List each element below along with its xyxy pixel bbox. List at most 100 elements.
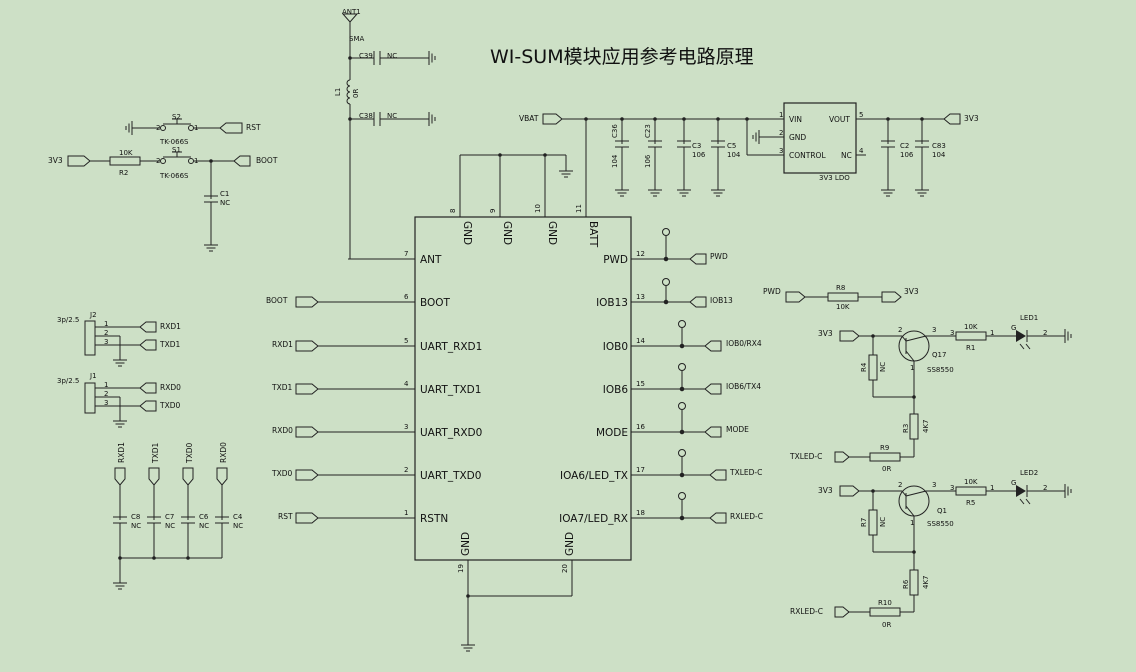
component-ref: C6	[199, 513, 209, 521]
led-rx-circuit: 3V3 2 3 1 Q1 SS8550 R7 NC R6 4K7 RXLED-C…	[790, 469, 1072, 629]
component-ref: R3	[902, 424, 910, 433]
component-ref: C4	[233, 513, 243, 521]
pin-num: 4	[859, 147, 864, 155]
pin-num: 3	[104, 338, 108, 346]
net-label: TXD1	[151, 443, 160, 464]
led-tx-circuit: 3V3 2 3 1 Q17 SS8550 R4 NC R3 4K7 TXLED-…	[789, 314, 1072, 473]
component-ref: C23	[644, 124, 652, 138]
net-label: TXD0	[185, 443, 194, 464]
net-label: TXLED-C	[729, 468, 762, 477]
component-value: NC	[387, 112, 397, 120]
net-label: RXLED-C	[790, 607, 823, 616]
pin-num: 19	[457, 564, 465, 573]
component-ref: C39	[359, 52, 373, 60]
component-ref: C38	[359, 112, 373, 120]
net-label: BOOT	[266, 296, 288, 305]
component-ref: C8	[131, 513, 140, 521]
pin-name: GND	[501, 221, 513, 245]
component-ref: Q17	[932, 351, 946, 359]
antenna-circuit: ANT1 SMA C39 NC L1 0R C38 NC	[334, 8, 436, 260]
ldo-pin: CONTROL	[789, 151, 826, 160]
component-value: NC	[220, 199, 230, 207]
module-right-pins: 12 13 14 15 16 17 18 PWD IOB13 IOB0 IOB6…	[559, 228, 710, 525]
pin-num: 1	[104, 381, 108, 389]
ldo-pin: NC	[841, 151, 852, 160]
component-value: 104	[727, 151, 741, 159]
component-value: NC	[387, 52, 397, 60]
pin-num: 2	[1043, 484, 1047, 492]
component-value: 104	[611, 154, 619, 168]
net-label: TXD0	[159, 401, 180, 410]
component-value: 4K7	[922, 576, 930, 590]
ldo-pin: VIN	[789, 115, 802, 124]
net-label: IOB0/RX4	[726, 339, 762, 348]
component-ref: ANT1	[342, 8, 361, 16]
pin-name: GND	[461, 221, 473, 245]
component-value: 0R	[882, 465, 891, 473]
pin-num: 3	[950, 484, 954, 492]
component-model: TK-066S	[159, 172, 189, 180]
component-model: SS8550	[927, 366, 954, 374]
net-label: VBAT	[519, 114, 539, 123]
pin-num: 7	[404, 250, 408, 258]
module-left-pins: 7 6 5 4 3 2 1 ANT BOOT UART_RXD1 UART_TX…	[318, 250, 482, 525]
pin-num: 6	[404, 293, 409, 301]
component-value: 106	[900, 151, 914, 159]
component-ref: R6	[902, 579, 910, 589]
pin-num: 3	[104, 399, 108, 407]
net-label: TXD1	[159, 340, 180, 349]
net-label: RXD1	[160, 322, 181, 331]
net-label: TXD0	[271, 469, 292, 478]
pin-name: RSTN	[420, 513, 448, 525]
component-ref: R5	[966, 499, 975, 507]
component-value: 4K7	[922, 420, 930, 434]
pin-num: 3	[932, 481, 936, 489]
header-circuit: 3p/2.5 J2 1 2 3 RXD1 TXD1 3p/2.5 J1 1 2 …	[57, 311, 181, 428]
module-bottom-pins: 19 20 GND GND	[457, 532, 576, 652]
component-value: 10K	[836, 303, 850, 311]
pin-num: 20	[561, 564, 569, 573]
component-model: TK-066S	[159, 138, 189, 146]
pin-num: 12	[636, 250, 645, 258]
component-value: 0R	[882, 621, 891, 629]
pin-num: 3	[779, 147, 783, 155]
component-value: NC	[879, 517, 887, 527]
pin-num: 1	[910, 519, 914, 527]
pin-name: GND	[546, 221, 558, 245]
pin-name: UART_RXD0	[420, 427, 482, 439]
component-ref: R4	[860, 362, 868, 372]
component-ref: R7	[860, 518, 868, 527]
pin-num: 1	[910, 364, 914, 372]
component-ref: L1	[334, 88, 342, 96]
component-ref: LED1	[1020, 314, 1038, 322]
net-label: BOOT	[256, 156, 278, 165]
pin-num: 1	[990, 329, 994, 337]
switch-circuit: 2 1 S2 TK-066S RST 3V3 10K R2 2 1 S1 TK-…	[48, 113, 278, 252]
pin-num: 2	[404, 466, 408, 474]
pin-num: 1	[990, 484, 994, 492]
pin-num: 14	[636, 337, 645, 345]
net-label: RXD0	[219, 442, 228, 463]
component-value: 104	[932, 151, 946, 159]
component-value: NC	[879, 362, 887, 372]
pin-num: 13	[636, 293, 645, 301]
component-ref: S1	[172, 146, 181, 154]
component-ref: C83	[932, 142, 946, 150]
header-pitch: 3p/2.5	[57, 316, 79, 324]
component-value: 10K	[119, 149, 133, 157]
pin-name: BOOT	[420, 297, 451, 309]
header-pitch: 3p/2.5	[57, 377, 79, 385]
ldo-label: 3V3 LDO	[819, 174, 850, 182]
pin-name: UART_TXD0	[420, 470, 481, 482]
pin-num: 3	[932, 326, 936, 334]
pin-num: 9	[489, 209, 497, 213]
pin-num: 18	[636, 509, 645, 517]
component-ref: C2	[900, 142, 909, 150]
net-label: PWD	[710, 252, 728, 261]
wisun-module: 7 6 5 4 3 2 1 ANT BOOT UART_RXD1 UART_TX…	[318, 117, 710, 652]
pin-num: 10	[534, 204, 542, 213]
pin-name: IOB6	[603, 384, 629, 396]
net-label: 3V3	[818, 486, 833, 495]
component-ref: C3	[692, 142, 701, 150]
